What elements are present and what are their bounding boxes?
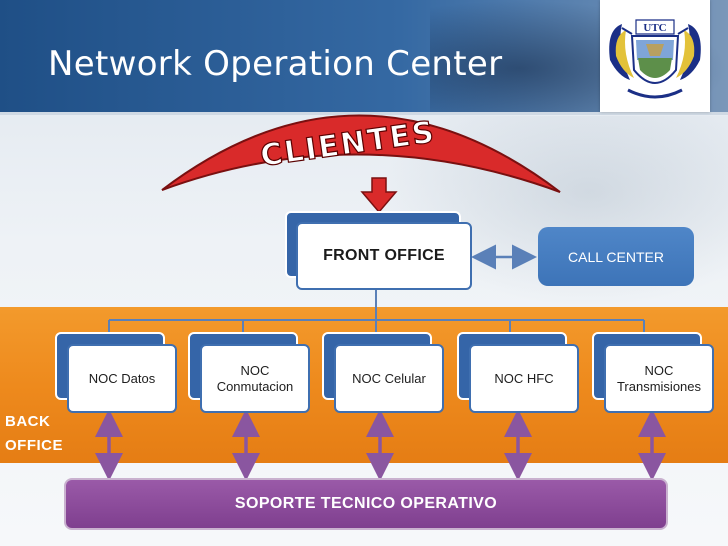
noc-transmisiones-line2: Transmisiones bbox=[616, 378, 702, 394]
utc-seal-icon bbox=[609, 19, 701, 99]
soporte-tecnico-box: SOPORTE TECNICO OPERATIVO bbox=[64, 478, 668, 530]
clientes-down-arrow-icon bbox=[360, 177, 398, 214]
call-center-box: CALL CENTER bbox=[538, 227, 694, 286]
back-office-label-line1: BACK bbox=[5, 413, 51, 430]
noc-celular-line2: NOC Celular bbox=[352, 370, 426, 386]
noc-celular-box: NOC Celular bbox=[334, 344, 444, 413]
noc-conmutacion-line2: Conmutacion bbox=[216, 378, 294, 394]
title-divider bbox=[0, 112, 728, 115]
utc-logo-text: UTC bbox=[643, 22, 667, 34]
slide-title: Network Operation Center bbox=[48, 44, 503, 84]
noc-conmutacion-line1: NOC bbox=[240, 362, 270, 378]
clientes-arc bbox=[161, 114, 561, 193]
noc-hfc-line2: NOC HFC bbox=[494, 370, 554, 386]
front-office-box: FRONT OFFICE bbox=[296, 222, 472, 290]
noc-datos-line2: NOC Datos bbox=[88, 370, 156, 386]
noc-hfc-box: NOC HFC bbox=[469, 344, 579, 413]
noc-transmisiones-line1: NOC bbox=[644, 362, 674, 378]
back-office-label-line2: OFFICE bbox=[5, 437, 63, 454]
utc-logo: UTC bbox=[600, 0, 710, 112]
noc-datos-box: NOC Datos bbox=[67, 344, 177, 413]
